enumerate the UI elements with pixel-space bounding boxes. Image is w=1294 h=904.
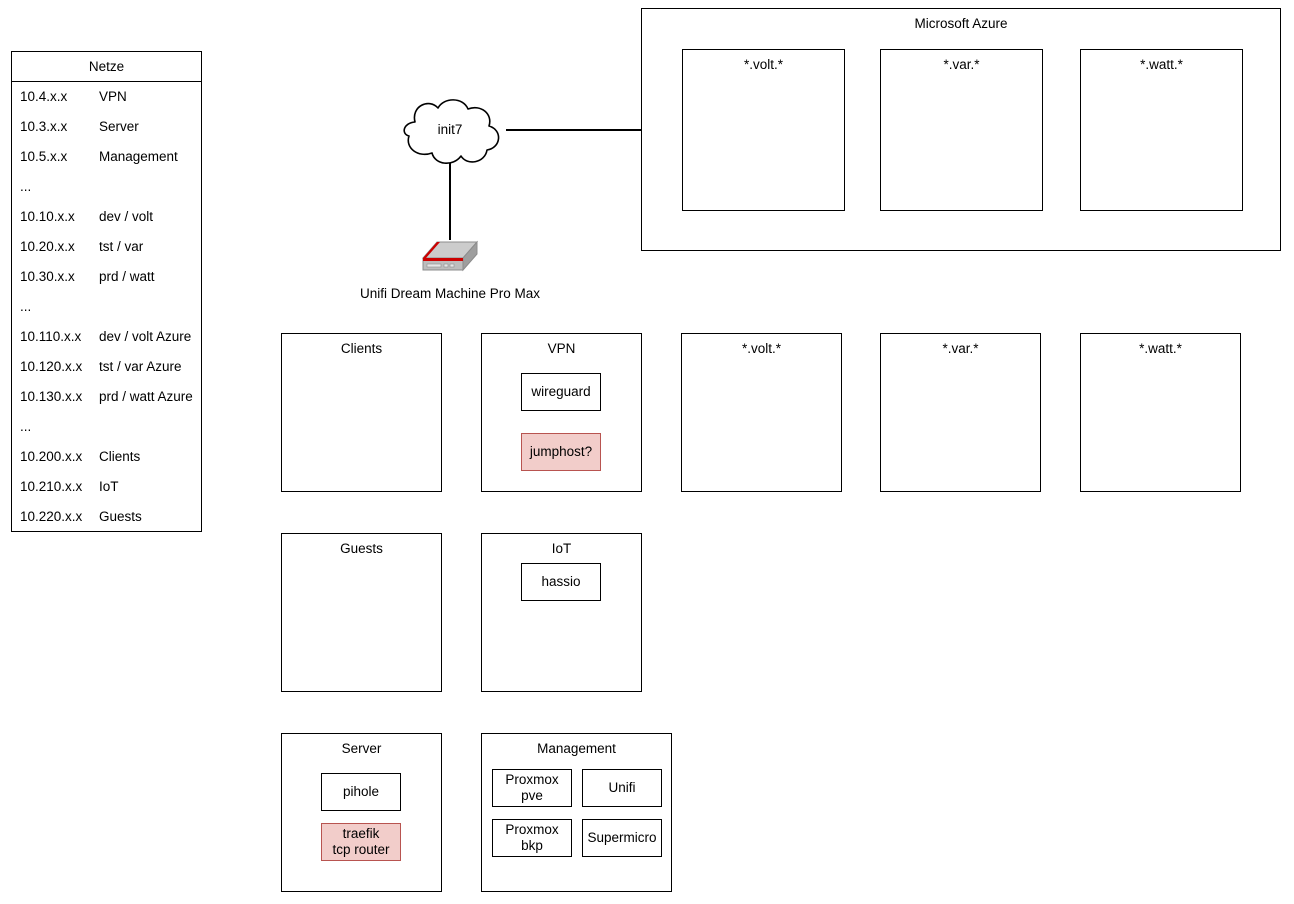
table-row: 10.200.x.x Clients [12, 442, 201, 472]
netze-cidr: 10.120.x.x [20, 359, 83, 374]
netze-cidr: ... [20, 419, 32, 434]
table-row: 10.130.x.x prd / watt Azure [12, 382, 201, 412]
netze-cidr: 10.220.x.x [20, 509, 83, 524]
vlan-title: VPN [547, 341, 576, 356]
netze-cidr: 10.110.x.x [20, 329, 82, 344]
service-unifi[interactable]: Unifi [582, 769, 662, 807]
azure-zone-watt: *.watt.* [1080, 49, 1243, 211]
netze-cidr: 10.20.x.x [20, 239, 75, 254]
vlan-title: IoT [551, 541, 572, 556]
table-row-separator: ... [12, 172, 201, 202]
azure-zone-title: *.volt.* [743, 57, 784, 72]
vlan-iot: IoT hassio [481, 533, 642, 692]
vlan-server: Server pihole traefik tcp router [281, 733, 442, 892]
table-row: 10.3.x.x Server [12, 112, 201, 142]
table-row: 10.30.x.x prd / watt [12, 262, 201, 292]
netze-cidr: 10.10.x.x [20, 209, 75, 224]
vlan-management: Management Proxmox pve Unifi Proxmox bkp… [481, 733, 672, 892]
table-row: 10.210.x.x IoT [12, 472, 201, 502]
netze-cidr: 10.4.x.x [20, 89, 68, 104]
vlan-title: Server [341, 741, 382, 756]
table-row: 10.110.x.x dev / volt Azure [12, 322, 201, 352]
vlan-clients: Clients [281, 333, 442, 492]
netze-name: IoT [99, 479, 119, 494]
azure-zone-title: *.watt.* [1140, 57, 1183, 72]
azure-zone-volt: *.volt.* [682, 49, 845, 211]
netze-cidr: 10.5.x.x [20, 149, 68, 164]
table-row: 10.20.x.x tst / var [12, 232, 201, 262]
vlan-title: *.volt.* [741, 341, 782, 356]
firewall-appliance-icon [421, 240, 479, 272]
service-traefik[interactable]: traefik tcp router [321, 823, 401, 861]
vlan-title: *.var.* [942, 341, 979, 356]
azure-zone-title: *.var.* [943, 57, 980, 72]
netze-name [31, 412, 201, 442]
netze-name: tst / var [99, 239, 144, 254]
table-row-separator: ... [12, 412, 201, 442]
service-pihole[interactable]: pihole [321, 773, 401, 811]
netze-table: Netze 10.4.x.x VPN 10.3.x.x Server 10.5.… [11, 51, 202, 532]
unifi-router [420, 238, 480, 286]
vlan-title: *.watt.* [1139, 341, 1182, 356]
connector-cloud-to-router [449, 160, 451, 240]
netze-name: prd / watt [99, 269, 155, 284]
table-row: 10.10.x.x dev / volt [12, 202, 201, 232]
netze-cidr: 10.3.x.x [20, 119, 68, 134]
cloud-icon [403, 99, 500, 164]
table-row-separator: ... [12, 292, 201, 322]
netze-name: Management [99, 149, 178, 164]
netze-name: VPN [99, 89, 127, 104]
netze-name: Guests [99, 509, 142, 524]
netze-name [31, 172, 201, 202]
netze-name: tst / var Azure [99, 359, 182, 374]
vlan-guests: Guests [281, 533, 442, 692]
service-proxmox-bkp[interactable]: Proxmox bkp [492, 819, 572, 857]
service-wireguard[interactable]: wireguard [521, 373, 601, 411]
vlan-var: *.var.* [880, 333, 1041, 492]
netze-cidr: ... [20, 299, 32, 314]
service-jumphost[interactable]: jumphost? [521, 433, 601, 471]
vlan-title: Guests [340, 541, 383, 556]
netze-table-body: 10.4.x.x VPN 10.3.x.x Server 10.5.x.x Ma… [12, 82, 201, 532]
service-proxmox-pve[interactable]: Proxmox pve [492, 769, 572, 807]
router-label: Unifi Dream Machine Pro Max [359, 286, 541, 301]
connector-cloud-to-azure [506, 129, 642, 131]
vlan-title: Clients [340, 341, 383, 356]
netze-name: Clients [99, 449, 141, 464]
cloud-label: init7 [437, 122, 463, 137]
netze-cidr: 10.130.x.x [20, 389, 83, 404]
azure-zone-var: *.var.* [880, 49, 1043, 211]
netze-cidr: 10.210.x.x [20, 479, 83, 494]
netze-name [31, 292, 201, 322]
service-hassio[interactable]: hassio [521, 563, 601, 601]
table-row: 10.120.x.x tst / var Azure [12, 352, 201, 382]
service-supermicro[interactable]: Supermicro [582, 819, 662, 857]
netze-name: Server [99, 119, 139, 134]
azure-title: Microsoft Azure [914, 16, 1008, 31]
vlan-title: Management [537, 741, 616, 756]
table-row: 10.220.x.x Guests [12, 502, 201, 532]
netze-name: prd / watt Azure [99, 389, 193, 404]
netze-name: dev / volt [99, 209, 154, 224]
init7-cloud: init7 [391, 96, 509, 168]
table-row: 10.4.x.x VPN [12, 82, 201, 112]
netze-table-header: Netze [12, 52, 201, 82]
table-row: 10.5.x.x Management [12, 142, 201, 172]
vlan-vpn: VPN wireguard jumphost? [481, 333, 642, 492]
netze-name: dev / volt Azure [99, 329, 192, 344]
netze-cidr: ... [20, 179, 32, 194]
vlan-watt: *.watt.* [1080, 333, 1241, 492]
vlan-volt: *.volt.* [681, 333, 842, 492]
netze-cidr: 10.30.x.x [20, 269, 75, 284]
netze-cidr: 10.200.x.x [20, 449, 83, 464]
